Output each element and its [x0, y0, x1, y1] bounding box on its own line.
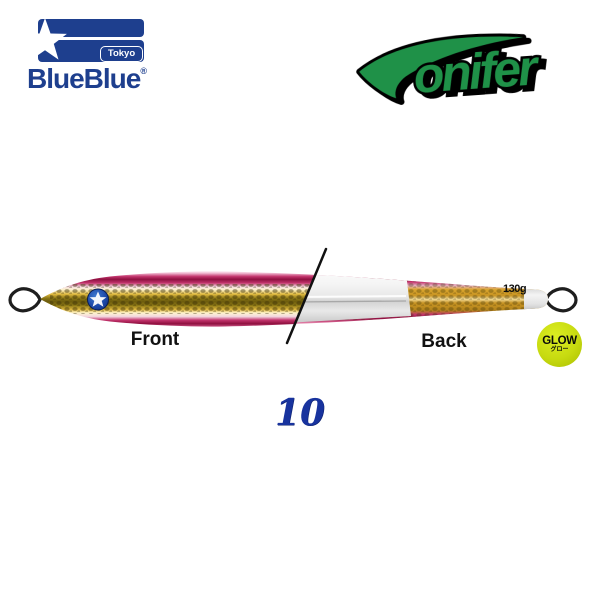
front-eyelet-wire [8, 287, 42, 313]
tokyo-label: Tokyo [100, 46, 143, 62]
star-icon [23, 18, 67, 60]
color-number: 10 [274, 392, 326, 434]
front-back-divider-slash [285, 247, 328, 345]
glow-badge-subtitle: グロー [550, 346, 569, 353]
jig-lure-graphic [8, 247, 578, 345]
conifer-c-swoosh [356, 33, 527, 102]
back-view-label: Back [421, 331, 467, 352]
glow-badge-title: GLOW [542, 334, 577, 347]
conifer-logo-text: onifer [412, 39, 542, 104]
blueblue-wordmark-text: BlueBlue [27, 63, 141, 94]
rear-eyelet-wire [544, 287, 578, 313]
weight-label: 130g [503, 283, 527, 295]
blueblue-wordmark: BlueBlue® [27, 63, 147, 95]
tail-cap [524, 271, 548, 327]
blueblue-logo-bar-bottom [38, 40, 144, 62]
blueblue-logo-bar-top [38, 19, 144, 37]
registered-mark: ® [140, 66, 147, 76]
jig-eye-star-icon [89, 291, 107, 307]
conifer-logo-graphic: onifer [356, 33, 544, 106]
glow-badge: GLOW グロー [537, 322, 582, 367]
front-view-label: Front [130, 329, 180, 350]
jig-front-view [40, 271, 329, 327]
conifer-logo: onifer [353, 12, 591, 116]
